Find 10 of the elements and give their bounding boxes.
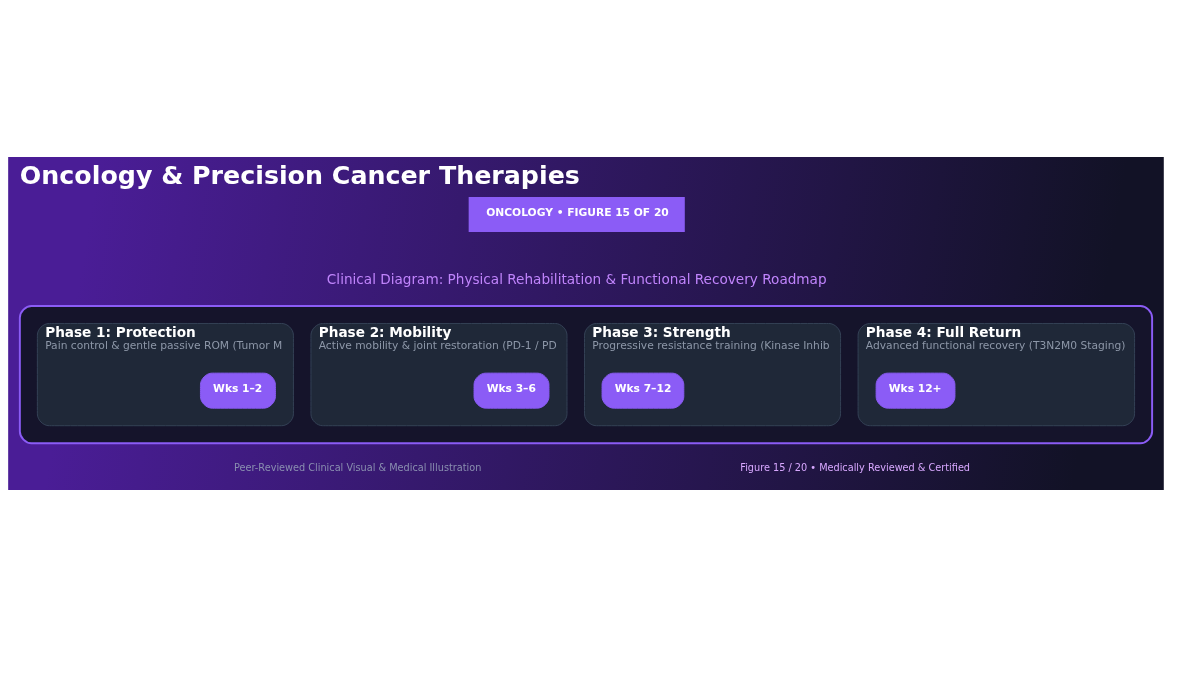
cluster (18, 305, 1154, 445)
label: Peer-Reviewed Clinical Visual & Medical Illustration (233, 461, 482, 473)
label: ONCOLOGY • FIGURE 15 OF 20 (486, 206, 669, 220)
label: Figure 15 / 20 • Medically Reviewed & Certified (740, 461, 971, 473)
node-box: Wks 12+ (875, 372, 956, 409)
node-box: Wks 7–12 (601, 372, 685, 409)
node-box: Wks 3–6 (473, 372, 550, 409)
node-box: Wks 1–2 (199, 372, 276, 409)
label: Clinical Diagram: Physical Rehabilitation & Functional Recovery Roadmap (326, 271, 827, 288)
diagram-title: Oncology & Precision Cancer Therapies (19, 161, 580, 191)
